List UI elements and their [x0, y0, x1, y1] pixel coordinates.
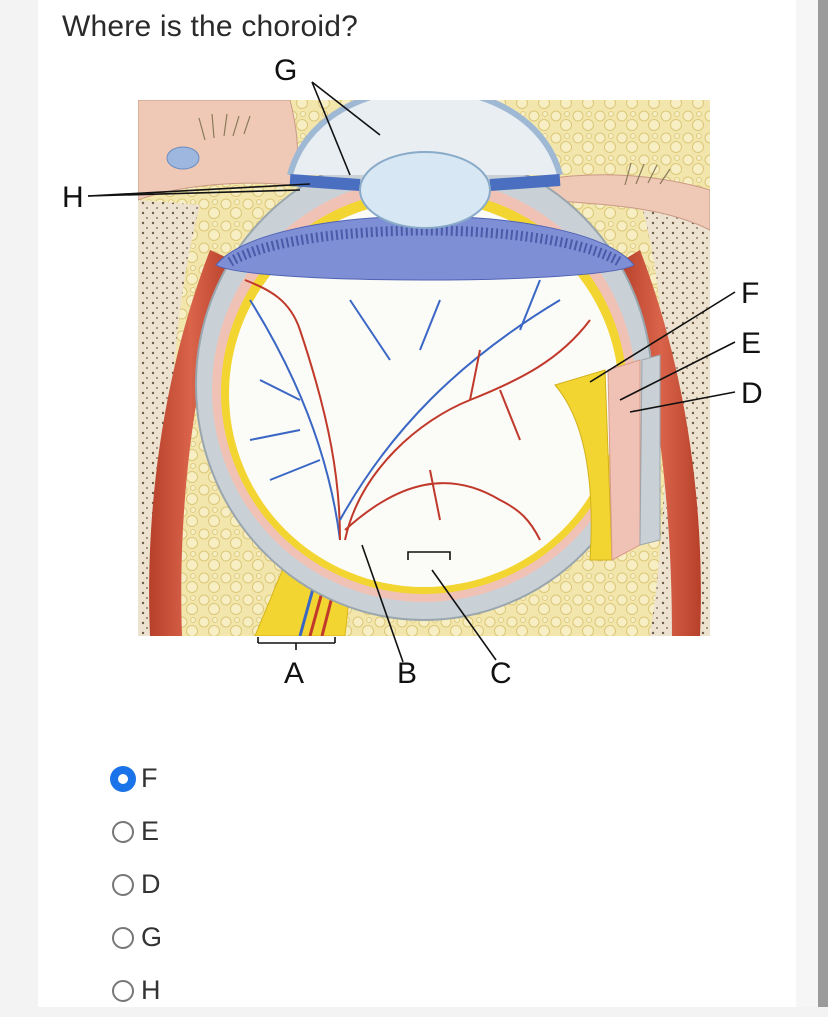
- label-d: D: [741, 377, 763, 410]
- label-f: F: [741, 277, 759, 310]
- label-h: H: [62, 181, 84, 214]
- radio-icon[interactable]: [112, 979, 134, 1002]
- radio-selected-icon[interactable]: [110, 765, 136, 792]
- option-g[interactable]: G: [112, 911, 412, 964]
- option-label: E: [141, 816, 160, 846]
- answer-options: F E D G H: [110, 752, 412, 1017]
- label-b: B: [397, 657, 417, 690]
- option-label: G: [141, 922, 163, 952]
- scrollbar[interactable]: [818, 0, 828, 1007]
- radio-icon[interactable]: [112, 820, 134, 843]
- option-e[interactable]: E: [112, 805, 412, 858]
- question-text: Where is the choroid?: [62, 10, 359, 43]
- option-label: F: [141, 763, 158, 793]
- eye-diagram: G H F E D A B C: [62, 54, 763, 690]
- label-a: A: [284, 657, 304, 690]
- label-g: G: [274, 54, 297, 87]
- option-label: D: [141, 869, 161, 899]
- radio-icon[interactable]: [112, 926, 134, 949]
- radio-icon[interactable]: [112, 873, 134, 896]
- label-e: E: [741, 327, 761, 360]
- option-h[interactable]: H: [112, 964, 412, 1017]
- option-d[interactable]: D: [112, 858, 412, 911]
- option-f[interactable]: F: [110, 752, 412, 805]
- label-c: C: [490, 657, 512, 690]
- option-label: H: [141, 975, 161, 1005]
